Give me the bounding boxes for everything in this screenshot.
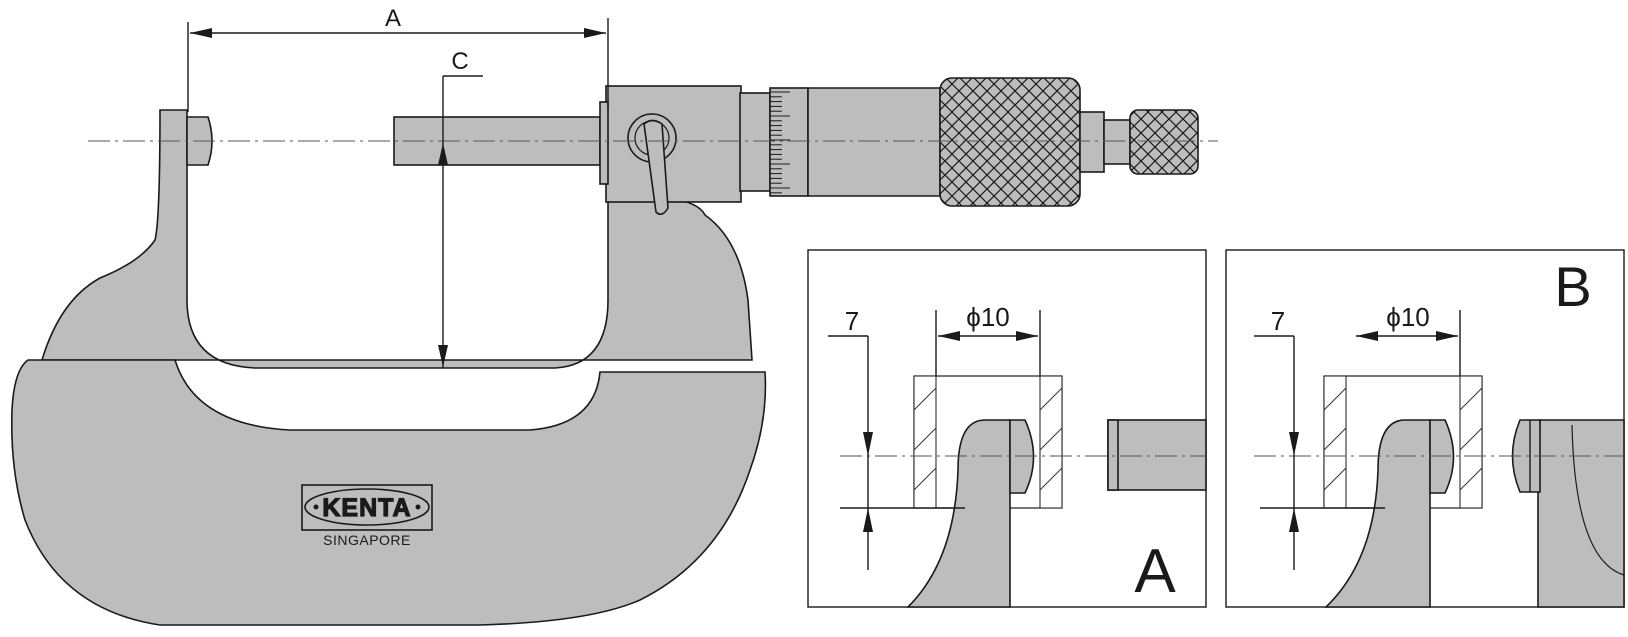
detail-a-hatching [913, 387, 1063, 491]
detail-a-dia-value: 10 [981, 302, 1010, 332]
ratchet-neck [1079, 111, 1105, 173]
detail-a-spindle-chamfer [1107, 419, 1119, 491]
dim-c-arrow-top [438, 143, 448, 165]
detail-b-spindle-flare [1537, 419, 1625, 608]
dim-a-arrow-right [584, 28, 606, 38]
detail-a-dia-label: ϕ10 [966, 302, 1009, 332]
detail-b-dia-value: 10 [1401, 302, 1430, 332]
detail-b-gauge-wall-right [1459, 375, 1483, 509]
detail-b-anvil [1324, 419, 1431, 608]
detail-b: 7 ϕ10 B [1225, 249, 1625, 608]
thimble-body [807, 87, 941, 197]
dim-a-arrow-left [190, 28, 212, 38]
detail-a-dim7-arrow-bottom [863, 508, 873, 532]
detail-b-dia-label: ϕ10 [1386, 302, 1429, 332]
main-view: A C KENTA SINGAPORE [10, 5, 1218, 626]
ratchet-neck-2 [1103, 119, 1131, 165]
frame-lower [10, 359, 767, 626]
detail-a-corner-label: A [1134, 537, 1176, 606]
detail-a-dia-arrow-right [1016, 331, 1038, 341]
frame-upper [40, 109, 753, 369]
detail-b-hatching [1323, 387, 1483, 491]
brand-logo: KENTA [301, 484, 433, 531]
detail-b-spindle-flare-curve [1571, 424, 1625, 576]
dim-c-label: C [451, 48, 468, 75]
detail-a-dim7-label: 7 [845, 306, 859, 336]
dim-c-arrow-bottom [438, 345, 448, 367]
housing-neck [739, 92, 771, 192]
housing-collar [599, 101, 609, 185]
detail-a-dia-symbol: ϕ [966, 302, 981, 332]
thimble-scale [769, 87, 809, 197]
detail-b-corner-label: B [1554, 255, 1591, 318]
detail-b-dia-arrow-left [1356, 331, 1378, 341]
lock-lever [643, 119, 669, 216]
dim-a-label: A [385, 5, 401, 32]
detail-b-dim7-arrow-bottom [1289, 508, 1299, 532]
detail-b-dia-arrow-right [1436, 331, 1458, 341]
detail-a-dia-arrow-left [938, 331, 960, 341]
detail-a-spindle [1107, 419, 1207, 491]
detail-a-dim7-arrow-top [863, 432, 873, 456]
knurled-grip [939, 77, 1081, 207]
detail-a-gauge-wall-left [913, 375, 937, 509]
thimble-graduations [770, 91, 790, 194]
ratchet-knob [1129, 109, 1199, 175]
brand-origin-text: SINGAPORE [323, 532, 411, 548]
detail-a: 7 ϕ10 A [807, 249, 1207, 608]
detail-a-gauge-wall-right [1039, 375, 1063, 509]
detail-b-dim7-arrow-top [1289, 432, 1299, 456]
brand-logo-text: KENTA [322, 494, 411, 522]
detail-b-dia-symbol: ϕ [1386, 302, 1401, 332]
detail-b-dim7-label: 7 [1271, 306, 1285, 336]
detail-a-anvil [906, 419, 1011, 608]
detail-b-gauge-wall-left [1323, 375, 1347, 509]
